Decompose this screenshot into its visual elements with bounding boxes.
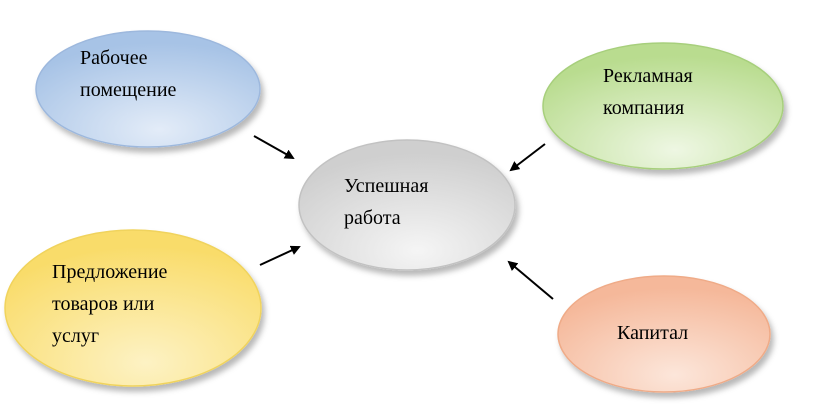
node-success-line-2: работа — [344, 207, 401, 229]
node-advertising-label: Рекламная компания — [603, 60, 693, 124]
node-workspace-line-1: Рабочее — [80, 47, 148, 69]
arrow-offer-to-success — [259, 245, 301, 266]
node-offer-line-3: услуг — [52, 325, 100, 347]
node-offer-line-2: товаров или — [52, 293, 155, 315]
node-workspace-label: Рабочее помещение — [80, 42, 176, 106]
node-capital-line-1: Капитал — [617, 322, 689, 344]
node-capital-shape — [557, 275, 771, 393]
node-capital-label: Капитал — [617, 317, 688, 349]
node-offer-line-1: Предложение — [52, 261, 168, 283]
node-success-label: Успешная работа — [344, 170, 428, 234]
node-workspace-line-2: помещение — [80, 79, 177, 101]
node-offer-shape — [4, 229, 262, 387]
node-advertising-shape — [542, 42, 784, 170]
arrow-workspace-to-success — [253, 135, 295, 159]
node-workspace-shape — [35, 30, 261, 148]
node-advertising-line-2: компания — [603, 97, 685, 119]
node-success-line-1: Успешная — [344, 175, 429, 197]
node-success-shape — [298, 139, 516, 271]
arrow-capital-to-success — [507, 260, 554, 300]
node-advertising-line-1: Рекламная — [603, 65, 693, 87]
node-offer-label: Предложение товаров или услуг — [52, 256, 167, 352]
arrow-advertising-to-success — [509, 143, 546, 172]
